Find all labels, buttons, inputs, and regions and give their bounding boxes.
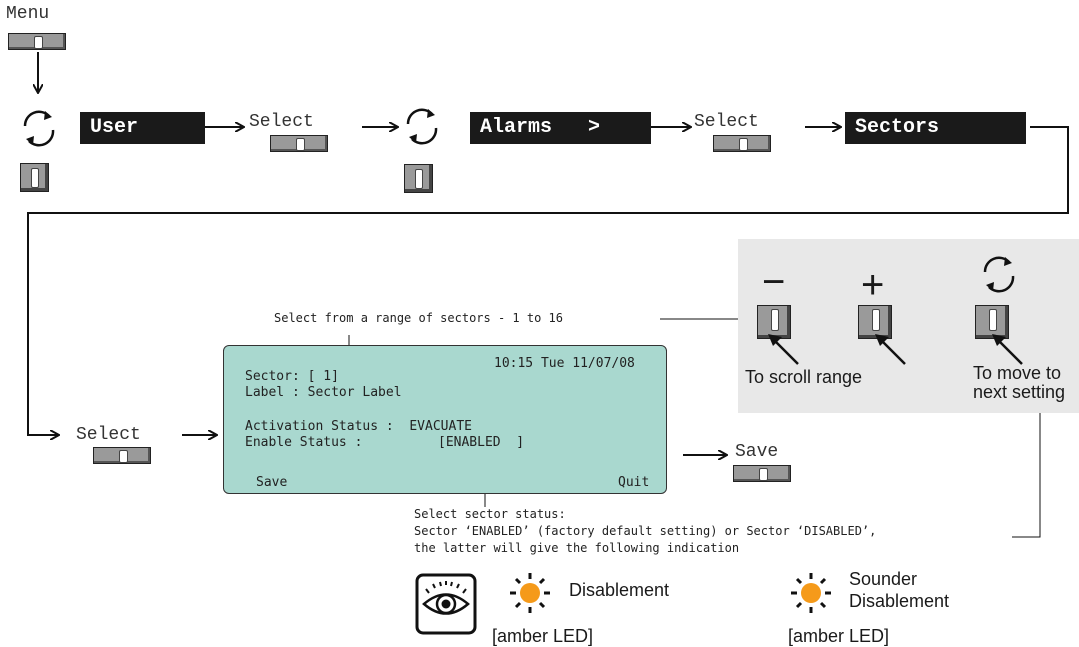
instructions-panel bbox=[738, 239, 1079, 413]
cycle-key-2[interactable] bbox=[404, 164, 433, 193]
lcd-label-line: Label : Sector Label bbox=[245, 385, 402, 400]
select-key-1[interactable] bbox=[270, 135, 328, 152]
disablement-label: Disablement bbox=[569, 580, 670, 600]
select-label-1: Select bbox=[249, 112, 314, 132]
lcd-screen: 10:15 Tue 11/07/08 Sector: [ 1] Label : … bbox=[223, 345, 667, 494]
cycle-arrows-icon bbox=[406, 108, 438, 145]
cycle-arrows-icon bbox=[23, 110, 55, 147]
status-note-1: Select sector status: bbox=[414, 507, 566, 521]
cycle-arrows-icon bbox=[983, 256, 1015, 293]
lcd-enable-label: Enable Status : bbox=[245, 435, 363, 450]
save-key[interactable] bbox=[733, 465, 791, 482]
lcd-softkey-save[interactable]: Save bbox=[256, 475, 288, 490]
minus-key[interactable] bbox=[757, 305, 791, 339]
next-setting-key[interactable] bbox=[975, 305, 1009, 339]
eye-icon bbox=[415, 573, 477, 635]
pointer-arrows bbox=[768, 334, 1023, 365]
select-key-3[interactable] bbox=[93, 447, 151, 464]
plus-key[interactable] bbox=[858, 305, 892, 339]
menu-label: Menu bbox=[6, 4, 50, 24]
move-caption-1: To move to bbox=[973, 363, 1062, 383]
lcd-activation-line: Activation Status : EVACUATE bbox=[245, 419, 472, 434]
plus-symbol: + bbox=[861, 263, 885, 307]
select-label-2: Select bbox=[694, 112, 759, 132]
sounder-led-note: [amber LED] bbox=[788, 626, 890, 646]
lcd-enable-value[interactable]: [ENABLED ] bbox=[438, 435, 525, 450]
user-menu-box[interactable]: User bbox=[80, 112, 205, 144]
minus-symbol: − bbox=[762, 260, 786, 304]
range-note: Select from a range of sectors - 1 to 16 bbox=[274, 311, 563, 325]
sounder-label-1: Sounder bbox=[849, 569, 918, 589]
led-sun-icon bbox=[510, 573, 550, 613]
menu-key[interactable] bbox=[8, 33, 66, 50]
select-key-2[interactable] bbox=[713, 135, 771, 152]
move-caption-2: next setting bbox=[973, 382, 1066, 402]
save-label: Save bbox=[735, 442, 779, 462]
cycle-key-1[interactable] bbox=[20, 163, 49, 192]
lcd-sector-line: Sector: [ 1] bbox=[245, 369, 339, 384]
lcd-datetime: 10:15 Tue 11/07/08 bbox=[494, 356, 635, 371]
select-label-3: Select bbox=[76, 425, 141, 445]
status-note-3: the latter will give the following indic… bbox=[414, 541, 740, 555]
sounder-label-2: Disablement bbox=[849, 591, 950, 611]
disablement-led-note: [amber LED] bbox=[492, 626, 594, 646]
sectors-menu-box[interactable]: Sectors bbox=[845, 112, 1026, 144]
scroll-caption: To scroll range bbox=[745, 367, 863, 387]
lcd-softkey-quit[interactable]: Quit bbox=[618, 475, 650, 490]
led-sun-icon bbox=[791, 573, 831, 613]
alarms-menu-box[interactable]: Alarms > bbox=[470, 112, 651, 144]
status-note-2: Sector ‘ENABLED’ (factory default settin… bbox=[414, 524, 877, 538]
